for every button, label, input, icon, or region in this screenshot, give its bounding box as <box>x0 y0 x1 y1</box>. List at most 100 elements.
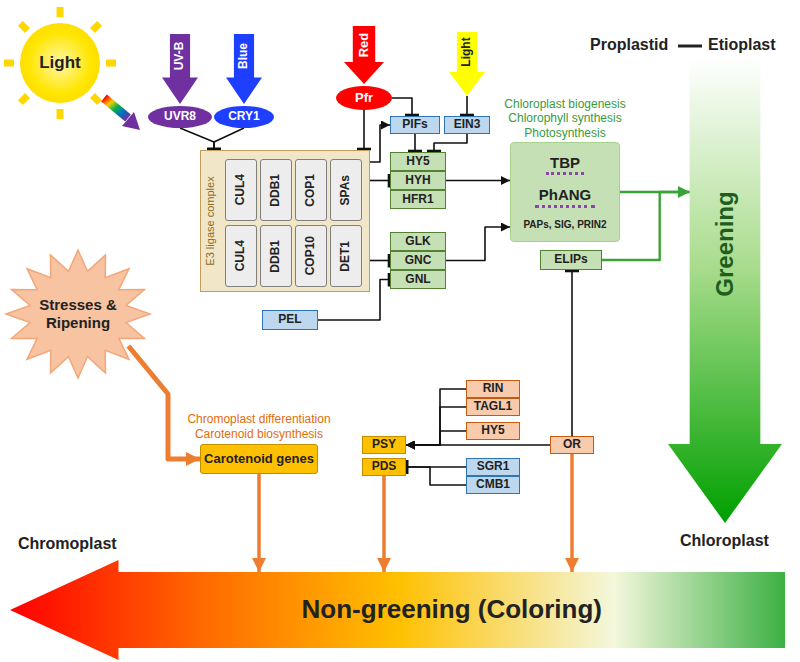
sun-ray <box>57 109 64 119</box>
process-box: OR <box>550 436 594 454</box>
sun-ray <box>4 60 14 67</box>
node-label: Red <box>357 32 372 57</box>
process-box: ELIPs <box>540 250 602 270</box>
photoreceptor-ellipse: CRY1 <box>214 106 274 128</box>
node-outline <box>6 250 150 378</box>
sun-ray <box>57 7 64 17</box>
node-outline <box>10 560 785 660</box>
node-label: COP1 <box>304 174 318 207</box>
process-box: HY5 <box>466 422 520 440</box>
complex-box: E3 ligase complexCUL4DDB1COP1SPAsCUL4DDB… <box>200 150 370 292</box>
node-outline <box>344 26 384 84</box>
process-box: HFR1 <box>390 190 446 209</box>
stage-label: Proplastid <box>590 36 668 54</box>
activation-connector <box>382 476 386 572</box>
node-label: SPAs <box>339 175 353 205</box>
sun-ray <box>93 23 100 30</box>
process-heading: Chloroplast biogenesis Chlorophyll synth… <box>495 97 635 140</box>
complex-subunit: COP10 <box>295 225 327 287</box>
node-label: Blue <box>237 43 251 69</box>
process-box: EIN3 <box>444 116 490 134</box>
gene-label: TBP <box>546 154 584 175</box>
light-arrow: UV-B <box>162 34 198 104</box>
node-label: PDS <box>372 460 397 474</box>
node-label: CMB1 <box>476 478 510 492</box>
activation-connector <box>570 454 574 572</box>
gene-box: Chromoplast differentiation Carotenoid b… <box>200 444 318 474</box>
process-box: CMB1 <box>466 476 520 494</box>
complex-subunit: CUL4 <box>225 159 257 221</box>
node-label: PEL <box>278 313 301 327</box>
activation-connector <box>446 180 510 182</box>
activation-connector <box>370 125 390 162</box>
node-label: DDB1 <box>269 240 283 273</box>
photoreceptor-ellipse: Pfr <box>336 86 392 110</box>
inhibition-connector <box>370 260 390 262</box>
node-label: DDB1 <box>269 174 283 207</box>
gene-label: PAPs, SIG, PRIN2 <box>523 219 606 231</box>
node-label: COP10 <box>304 236 318 275</box>
inhibition-connector <box>370 180 390 182</box>
stage-label: Etioplast <box>708 36 776 54</box>
node-label: Non-greening (Coloring) <box>302 595 602 625</box>
node-label: Light <box>460 38 474 67</box>
node-label: UVR8 <box>164 110 196 124</box>
gene-label: PhANG <box>535 186 596 207</box>
node-label: TAGL1 <box>474 400 512 414</box>
inhibition-connector <box>571 270 573 436</box>
node-label: GLK <box>405 235 430 249</box>
inhibition-connector <box>434 134 467 152</box>
activation-connector <box>128 346 200 459</box>
process-box: HYH <box>390 171 446 190</box>
complex-subunit: COP1 <box>295 159 327 221</box>
inhibition-connector <box>180 128 214 150</box>
process-box: PDS <box>362 458 406 476</box>
node-label: Light <box>39 53 81 73</box>
node-outline <box>162 34 198 104</box>
light-spectrum-arrow <box>104 98 128 118</box>
node-outline <box>226 34 262 104</box>
inhibition-connector <box>214 128 244 150</box>
process-box: PEL <box>262 310 318 330</box>
light-arrow: Light <box>449 32 485 96</box>
coloring-arrow: Non-greening (Coloring) <box>10 560 785 660</box>
activation-connector <box>406 444 550 446</box>
process-box: GNC <box>390 251 446 270</box>
process-box: HY5 <box>390 152 446 171</box>
inhibition-connector <box>363 110 365 150</box>
process-box: GNL <box>390 270 446 289</box>
stage-dash <box>678 45 702 48</box>
node-label: GNC <box>405 254 432 268</box>
complex-subunit: CUL4 <box>225 225 257 287</box>
sun-ray <box>20 96 27 103</box>
light-arrow: Red <box>344 26 384 84</box>
node-label: HY5 <box>481 424 504 438</box>
activation-connector <box>257 474 261 572</box>
greening-arrow: Greening <box>668 58 782 523</box>
process-box: GLK <box>390 232 446 251</box>
inhibition-connector <box>414 134 416 152</box>
node-label: DET1 <box>339 241 353 272</box>
process-box: SGR1 <box>466 458 520 476</box>
process-box: TAGL1 <box>466 398 520 416</box>
complex-subunit: DDB1 <box>260 159 292 221</box>
light-spectrum-arrowhead <box>122 112 140 130</box>
node-label: HYH <box>405 174 430 188</box>
node-outline <box>668 58 782 523</box>
process-box: PSY <box>362 436 406 454</box>
node-label: RIN <box>483 382 504 396</box>
sun-ray <box>20 23 27 30</box>
process-box: RIN <box>466 380 520 398</box>
node-label: PSY <box>372 438 396 452</box>
activation-connector <box>406 431 466 445</box>
activation-connector <box>406 407 466 445</box>
sun-circle: Light <box>20 23 100 103</box>
node-label: CUL4 <box>234 240 248 271</box>
sun-ray <box>93 96 100 103</box>
node-label: GNL <box>405 273 430 287</box>
node-label: Carotenoid genes <box>204 452 314 467</box>
sun-rays <box>4 7 116 119</box>
stage-label: Chromoplast <box>18 535 117 553</box>
node-label: HFR1 <box>402 193 433 207</box>
stage-label: Chloroplast <box>680 532 769 550</box>
